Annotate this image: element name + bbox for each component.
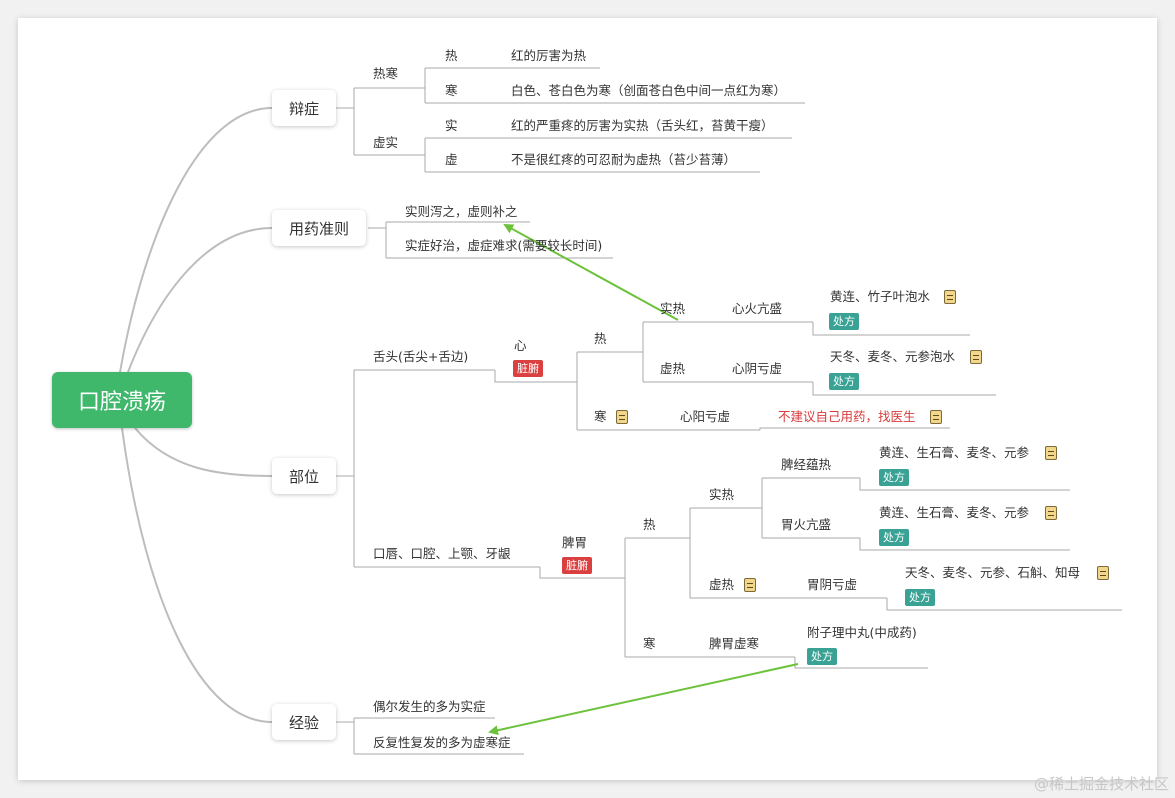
node-shi-desc[interactable]: 红的严重疼的厉害为实热（舌头红，苔黄干瘦） xyxy=(511,118,774,133)
branch-jingyan[interactable]: 经验 xyxy=(272,704,336,740)
node-xinyin[interactable]: 心阴亏虚 xyxy=(732,361,783,376)
note-icon[interactable] xyxy=(616,410,628,424)
note-icon[interactable] xyxy=(1097,566,1109,580)
tag-chufang: 处方 xyxy=(879,469,909,486)
tag-chufang: 处方 xyxy=(879,529,909,546)
node-weiyin[interactable]: 胃阴亏虚 xyxy=(807,577,858,592)
node-rx2[interactable]: 天冬、麦冬、元参泡水 xyxy=(830,349,956,364)
root-node[interactable]: 口腔溃疡 xyxy=(52,372,192,428)
node-pw-han[interactable]: 寒 xyxy=(643,636,656,651)
branch-bianzheng[interactable]: 辩症 xyxy=(272,90,336,126)
branch-buwei[interactable]: 部位 xyxy=(272,458,336,494)
node-re-han[interactable]: 热寒 xyxy=(373,66,399,81)
tag-chufang: 处方 xyxy=(807,648,837,665)
node-xu-desc[interactable]: 不是很红疼的可忍耐为虚热（苔少苔薄） xyxy=(511,152,737,167)
node-rule-2[interactable]: 实症好治，虚症难求(需要较长时间) xyxy=(405,238,603,253)
tag-zangfu-piwei: 脏腑 xyxy=(562,557,592,574)
node-xu[interactable]: 虚 xyxy=(445,152,458,167)
node-xin-han[interactable]: 寒 xyxy=(594,409,607,424)
watermark: @稀土掘金技术社区 xyxy=(1033,775,1169,793)
node-xin-shire[interactable]: 实热 xyxy=(660,301,686,316)
node-weihuo[interactable]: 胃火亢盛 xyxy=(781,517,832,532)
note-icon[interactable] xyxy=(944,290,956,304)
note-icon[interactable] xyxy=(1045,506,1057,520)
note-icon[interactable] xyxy=(1045,446,1057,460)
node-rx3[interactable]: 黄连、生石膏、麦冬、元参 xyxy=(879,445,1030,460)
node-warn[interactable]: 不建议自己用药，找医生 xyxy=(778,409,916,424)
node-xu-shi[interactable]: 虚实 xyxy=(373,135,399,150)
node-rx1[interactable]: 黄连、竹子叶泡水 xyxy=(830,289,931,304)
note-icon[interactable] xyxy=(970,350,982,364)
node-pw-re[interactable]: 热 xyxy=(643,517,656,532)
node-pw-xure[interactable]: 虚热 xyxy=(709,577,735,592)
node-han-desc[interactable]: 白色、苍白色为寒（创面苍白色中间一点红为寒） xyxy=(511,83,787,98)
node-shi[interactable]: 实 xyxy=(445,118,458,133)
node-piwei[interactable]: 脾胃 xyxy=(562,535,588,550)
node-rx6[interactable]: 附子理中丸(中成药) xyxy=(807,625,917,640)
node-kouchun[interactable]: 口唇、口腔、上颚、牙龈 xyxy=(373,546,511,561)
node-rule-1[interactable]: 实则泻之，虚则补之 xyxy=(405,204,518,219)
node-rx5[interactable]: 天冬、麦冬、元参、石斛、知母 xyxy=(905,565,1081,580)
node-xin-re[interactable]: 热 xyxy=(594,331,607,346)
node-xinyang[interactable]: 心阳亏虚 xyxy=(680,409,731,424)
tag-chufang: 处方 xyxy=(905,589,935,606)
node-jingyan-2[interactable]: 反复性复发的多为虚寒症 xyxy=(373,735,511,750)
node-re-desc[interactable]: 红的厉害为热 xyxy=(511,48,587,63)
node-pw-shire[interactable]: 实热 xyxy=(709,487,735,502)
node-xin[interactable]: 心 xyxy=(514,338,527,353)
branch-yongyao[interactable]: 用药准则 xyxy=(272,210,366,246)
node-han[interactable]: 寒 xyxy=(445,83,458,98)
node-xin-xure[interactable]: 虚热 xyxy=(660,361,686,376)
tag-zangfu-xin: 脏腑 xyxy=(513,360,543,377)
note-icon[interactable] xyxy=(930,410,942,424)
node-jingyan-1[interactable]: 偶尔发生的多为实症 xyxy=(373,699,486,714)
note-icon[interactable] xyxy=(744,578,756,592)
node-xinhuo[interactable]: 心火亢盛 xyxy=(732,301,783,316)
tag-chufang: 处方 xyxy=(829,373,859,390)
node-rx4[interactable]: 黄连、生石膏、麦冬、元参 xyxy=(879,505,1030,520)
node-re[interactable]: 热 xyxy=(445,48,458,63)
node-pwxuhan[interactable]: 脾胃虚寒 xyxy=(709,636,760,651)
tag-chufang: 处方 xyxy=(829,313,859,330)
node-shetou[interactable]: 舌头(舌尖+舌边) xyxy=(373,349,469,364)
node-pijing[interactable]: 脾经蕴热 xyxy=(781,457,832,472)
